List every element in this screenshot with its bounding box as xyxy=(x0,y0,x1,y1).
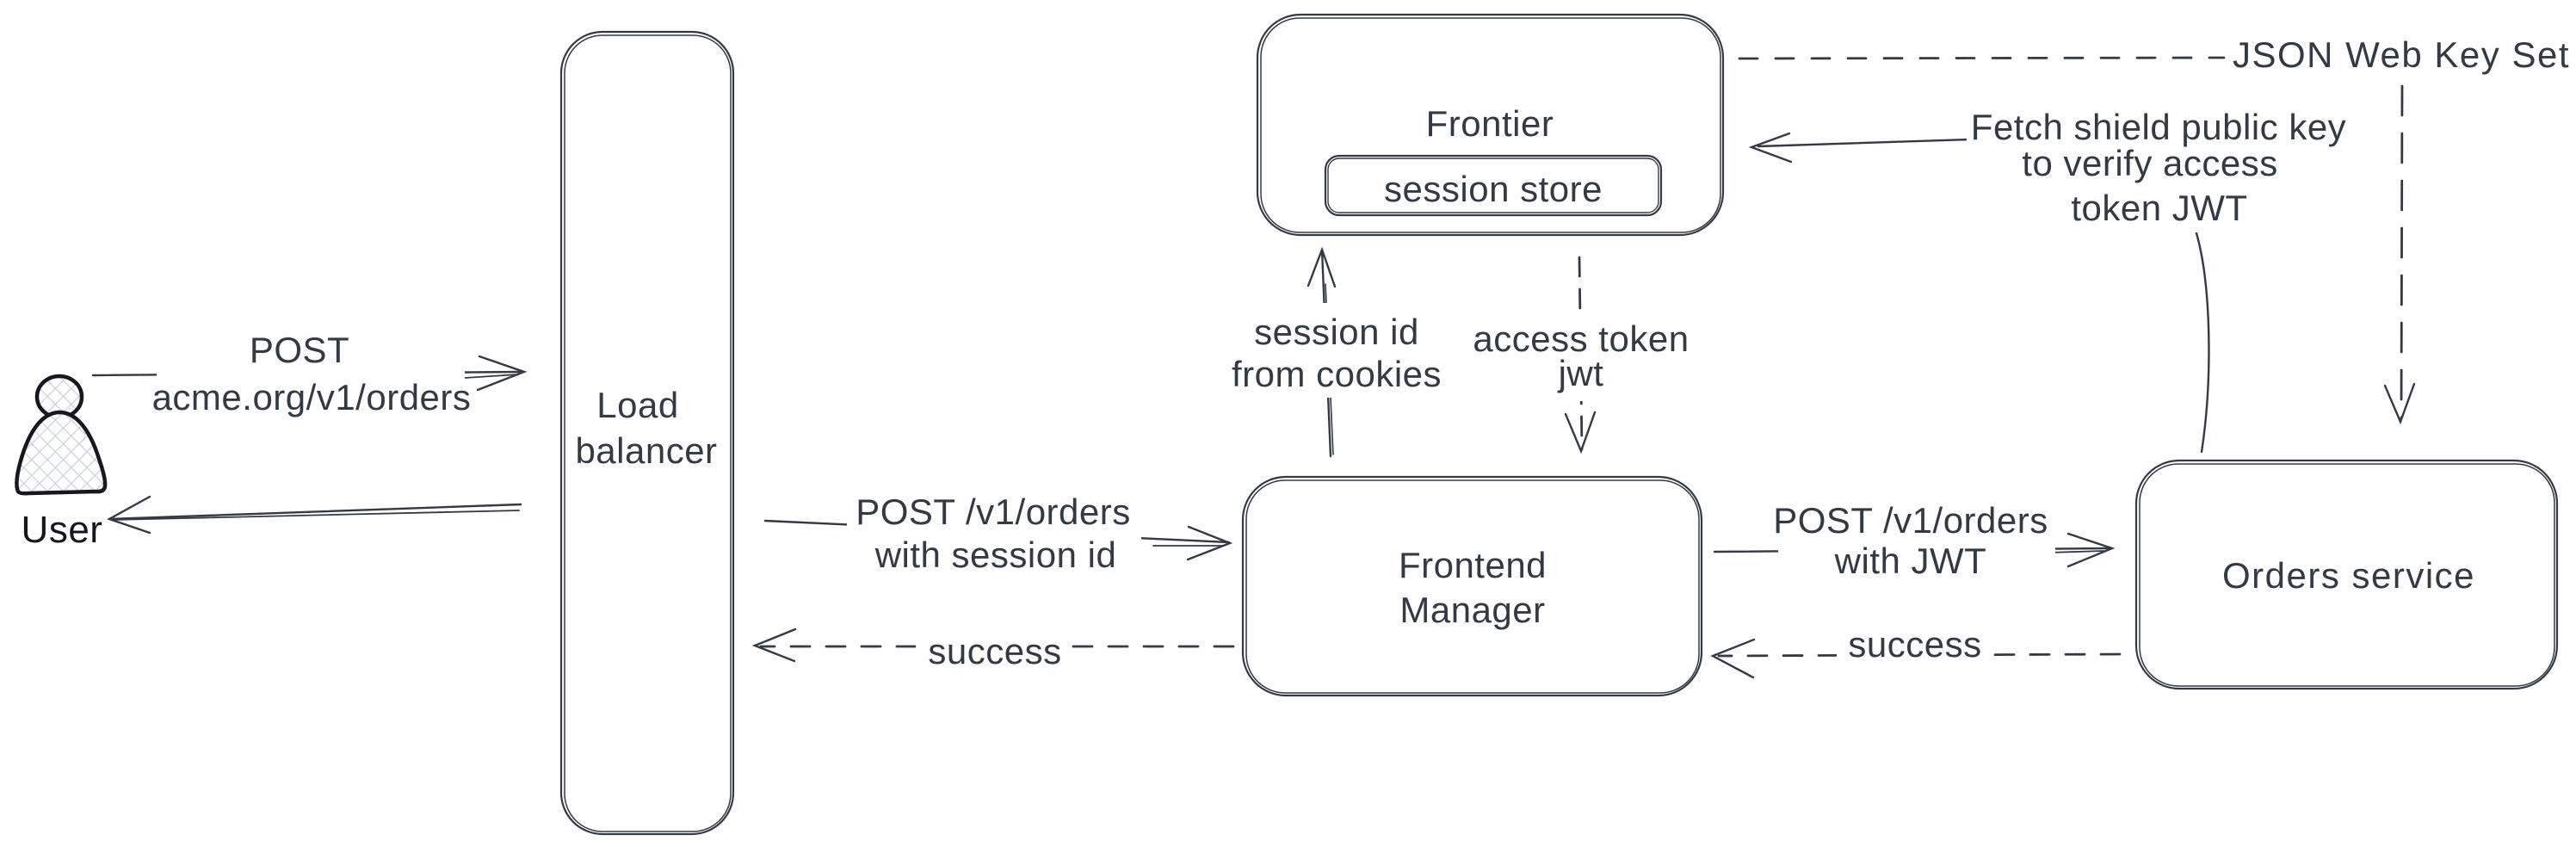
svg-text:POST: POST xyxy=(250,330,349,370)
svg-text:Orders service: Orders service xyxy=(2222,555,2475,596)
svg-text:Frontend: Frontend xyxy=(1399,545,1547,585)
svg-text:Frontier: Frontier xyxy=(1426,103,1554,144)
svg-text:with session id: with session id xyxy=(874,535,1117,575)
svg-text:User: User xyxy=(22,509,103,551)
svg-text:balancer: balancer xyxy=(575,430,717,471)
svg-text:session id: session id xyxy=(1254,312,1419,352)
svg-text:access token: access token xyxy=(1473,318,1689,359)
svg-text:success: success xyxy=(928,631,1061,671)
svg-text:to verify access: to verify access xyxy=(2022,143,2277,183)
svg-text:Manager: Manager xyxy=(1399,590,1545,630)
svg-text:JSON Web Key Set: JSON Web Key Set xyxy=(2233,34,2570,75)
svg-text:session store: session store xyxy=(1384,169,1603,209)
svg-text:jwt: jwt xyxy=(1557,353,1604,393)
svg-text:Load: Load xyxy=(596,385,678,425)
svg-text:POST /v1/orders: POST /v1/orders xyxy=(856,492,1131,532)
svg-text:with JWT: with JWT xyxy=(1834,541,1987,581)
svg-text:success: success xyxy=(1848,624,1981,665)
svg-text:acme.org/v1/orders: acme.org/v1/orders xyxy=(152,377,472,417)
svg-text:Fetch shield public key: Fetch shield public key xyxy=(1971,107,2346,147)
svg-text:POST /v1/orders: POST /v1/orders xyxy=(1773,500,2048,541)
svg-text:token JWT: token JWT xyxy=(2071,188,2247,228)
svg-text:from cookies: from cookies xyxy=(1232,354,1442,394)
